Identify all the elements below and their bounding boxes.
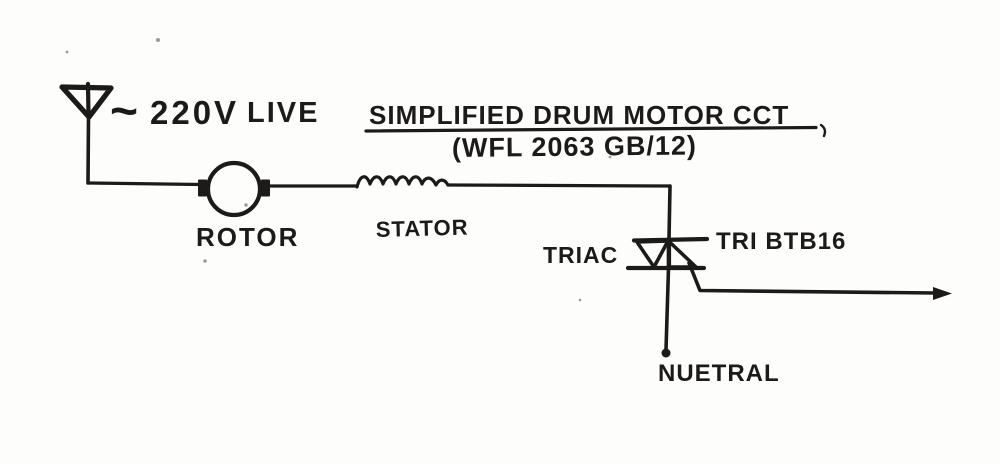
gate-arrowhead-icon	[933, 287, 952, 300]
wire-live-to-rotor	[86, 181, 202, 187]
rotor-label: ROTOR	[196, 222, 299, 252]
live-voltage-label: 220V	[150, 94, 239, 131]
triac-label: TRIAC	[543, 242, 618, 268]
live-terminal-stem	[85, 81, 91, 120]
wire-live-down	[86, 115, 91, 185]
title-underline	[364, 125, 818, 133]
triac-gate-lead	[687, 261, 952, 300]
neutral-label: NUETRAL	[658, 360, 780, 387]
rotor-brush-right	[261, 179, 270, 197]
gate-wire	[687, 261, 938, 295]
triac-part-label: TRI BTB16	[716, 228, 846, 255]
stator-coil-symbol	[355, 175, 450, 189]
rotor-brush-left	[198, 179, 207, 197]
scan-specks	[65, 38, 612, 302]
live-tilde-symbol: ~	[110, 85, 138, 138]
wire-triac-to-neutral	[664, 266, 671, 352]
rotor-symbol	[198, 160, 270, 218]
diagram-title-line1: SIMPLIFIED DRUM MOTOR CCT	[369, 100, 789, 130]
title-underline-tick	[819, 123, 827, 138]
live-terminal-symbol	[59, 81, 114, 120]
stator-label: STATOR	[375, 215, 468, 242]
triac-right-triangle	[666, 239, 698, 269]
diagram-title-line2: (WFL 2063 GB/12)	[452, 130, 697, 163]
neutral-terminal-dot	[661, 348, 671, 358]
live-label: LIVE	[247, 97, 319, 129]
wire-triac-drop	[667, 184, 672, 241]
triac-left-triangle	[635, 239, 670, 269]
wire-stator-to-triac	[446, 183, 672, 188]
triac-symbol	[625, 236, 710, 271]
rotor-circle	[205, 160, 263, 218]
